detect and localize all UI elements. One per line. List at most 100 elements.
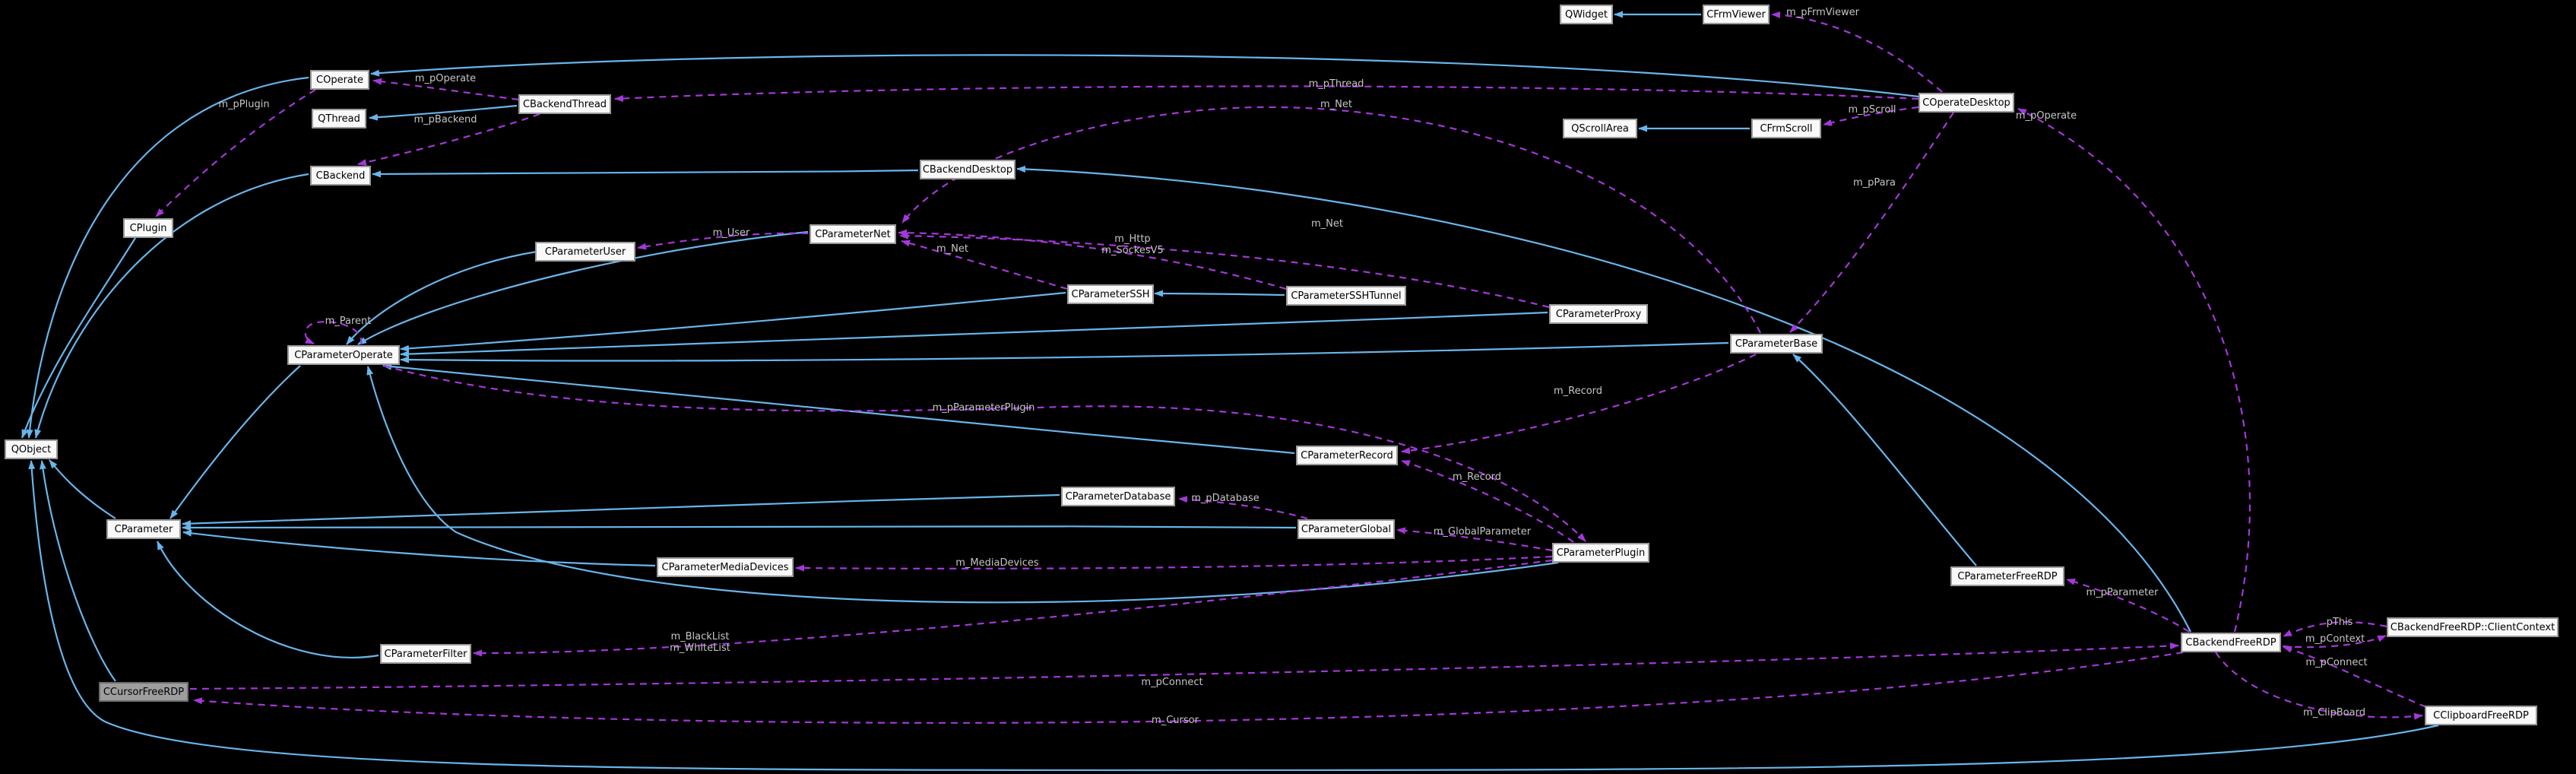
node-cbackendfreerdp[interactable]: CBackendFreeRDP xyxy=(2181,633,2281,652)
node-coperate[interactable]: COperate xyxy=(310,70,369,90)
usage-edge-cparameterproxy-cparameternet xyxy=(899,232,1550,309)
usage-edge-cbackendfreerdp-coperatedesktop xyxy=(2017,108,2251,633)
node-cparametermediadevices[interactable]: CParameterMediaDevices xyxy=(657,557,794,577)
edge-label: m_pOperate xyxy=(415,73,476,84)
usage-edge-coperatedesktop-cbackendthread xyxy=(614,85,1919,103)
edge-label: m_pDatabase xyxy=(1191,493,1259,504)
edge-label: m_pParameterPlugin xyxy=(933,402,1035,414)
node-cparameterdatabase[interactable]: CParameterDatabase xyxy=(1061,487,1175,506)
node-cbackenddesktop[interactable]: CBackendDesktop xyxy=(920,160,1016,179)
edge-label: m_pPara xyxy=(1853,177,1896,189)
usage-edge-clientcontext-cbackendfreerdp xyxy=(2283,621,2387,637)
usage-edge-cparameterbase-cparameterrecord xyxy=(1401,354,1757,455)
edge-label: m_Record xyxy=(1453,471,1501,483)
edge-label: m_pScroll xyxy=(1848,104,1896,116)
usage-edge-cparametersshtunnel-cparameternet xyxy=(898,229,1287,290)
usage-edge-coperatedesktop-cfrmscroll xyxy=(1823,106,1919,126)
inheritance-edge-cparameterrecord-cparameteroperate xyxy=(382,363,1295,455)
node-qobject[interactable]: QObject xyxy=(5,439,58,459)
node-cplugin[interactable]: CPlugin xyxy=(123,218,173,238)
node-cparameterfilter[interactable]: CParameterFilter xyxy=(380,644,471,664)
usage-edge-cparameterglobal-cparameterdatabase xyxy=(1178,496,1308,520)
inheritance-edge-coperate-qobject xyxy=(26,76,309,439)
usage-edge-cparameternet-cparameteruser xyxy=(637,232,809,250)
node-cbackendthread[interactable]: CBackendThread xyxy=(518,94,611,114)
usage-edge-cbackendfreerdp-cparameterfreerdp xyxy=(2066,578,2190,633)
usage-edge-cbackendfreerdp-clientcontext xyxy=(2282,634,2387,649)
node-cclipboardfreerdp[interactable]: CClipboardFreeRDP xyxy=(2425,706,2537,725)
node-cparameter[interactable]: CParameter xyxy=(106,519,181,539)
inheritance-edge-cparameterdatabase-cparameter xyxy=(182,493,1060,528)
node-cparameterproxy[interactable]: CParameterProxy xyxy=(1549,304,1648,324)
edge-label: m_BlackList xyxy=(670,631,729,642)
node-cparametersshtunnel[interactable]: CParameterSSHTunnel xyxy=(1286,286,1406,306)
edge-label: m_Record xyxy=(1554,385,1602,397)
node-cparameterbase[interactable]: CParameterBase xyxy=(1730,334,1823,354)
node-cparameterrecord[interactable]: CParameterRecord xyxy=(1296,446,1398,465)
inheritance-edge-cparameteruser-cparameteroperate xyxy=(346,250,537,345)
edge-label: m_pBackend xyxy=(413,114,477,125)
inheritance-edge-cparameterplugin-cparameteroperate xyxy=(366,366,1559,604)
inheritance-edge-cparameteroperate-cparameter xyxy=(170,365,301,519)
inheritance-edge-cparametermediadevices-cparameter xyxy=(182,529,656,567)
usage-edge-coperatedesktop-cfrmviewer xyxy=(1771,11,1943,93)
inheritance-edge-cclipboardfreerdp-qobject xyxy=(28,460,2439,772)
inheritance-edge-cbackendthread-qthread xyxy=(369,104,518,121)
edge-label: m_pConnect xyxy=(1141,677,1202,688)
edge-label: m_pThread xyxy=(1309,78,1364,90)
usage-edge-cparameterplugin-cparameterglobal xyxy=(1396,527,1553,552)
node-cfrmscroll[interactable]: CFrmScroll xyxy=(1751,119,1821,138)
node-coperatedesktop[interactable]: COperateDesktop xyxy=(1919,93,2014,113)
edge-label: m_ClipBoard xyxy=(2303,707,2365,718)
usage-edge-cparameteroperate-cparameterplugin xyxy=(383,364,1586,542)
edge-label: m_GlobalParameter xyxy=(1434,526,1532,538)
edge-label: m_pOperate xyxy=(2016,110,2077,122)
node-cparameteruser[interactable]: CParameterUser xyxy=(535,242,635,262)
node-ccursorfreerdp[interactable]: CCursorFreeRDP xyxy=(99,682,189,702)
edge-label: m_Net xyxy=(1320,99,1352,110)
node-cparameterfreerdp[interactable]: CParameterFreeRDP xyxy=(1950,566,2064,586)
inheritance-edge-cparameterfilter-cparameter xyxy=(157,541,379,659)
edge-label: m_WhiteList xyxy=(670,642,730,654)
edge-label: m_User xyxy=(713,227,750,239)
edge-label: m_pConnect xyxy=(2305,657,2367,668)
usage-edge-coperatedesktop-cparameterbase xyxy=(1789,112,1954,333)
node-cparameterplugin[interactable]: CParameterPlugin xyxy=(1552,543,1649,563)
node-cbackend[interactable]: CBackend xyxy=(310,166,371,186)
node-qwidget[interactable]: QWidget xyxy=(1560,5,1613,24)
edge-label: m_SockesV5 xyxy=(1101,245,1164,256)
inheritance-edge-cbackenddesktop-cbackend xyxy=(372,169,919,178)
edge-label: m_Http xyxy=(1114,233,1150,245)
edge-label: m_MediaDevices xyxy=(955,557,1039,569)
edge-label: pThis xyxy=(2327,617,2353,628)
usage-edge-coperate-cplugin xyxy=(155,89,316,217)
node-clientcontext[interactable]: CBackendFreeRDP::ClientContext xyxy=(2387,617,2559,637)
node-cparameteroperate[interactable]: CParameterOperate xyxy=(287,345,400,365)
edge-label: m_Net xyxy=(936,243,968,255)
usage-edge-cparameteroperate-cparameteroperate xyxy=(304,321,363,345)
edge-label: m_Cursor xyxy=(1152,715,1199,726)
inheritance-edge-cparameter-qobject xyxy=(49,459,116,519)
inheritance-edge-cparameterfreerdp-cparameterbase xyxy=(1792,354,1977,566)
edge-label: m_pPlugin xyxy=(218,99,269,110)
usage-edge-cclipboardfreerdp-cbackendfreerdp xyxy=(2283,646,2427,709)
inheritance-edge-cparameterproxy-cparameteroperate xyxy=(400,311,1548,358)
node-cparameterglobal[interactable]: CParameterGlobal xyxy=(1298,519,1395,539)
node-cparameterssh[interactable]: CParameterSSH xyxy=(1067,284,1154,304)
inheritance-edge-cparameterbase-cparameteroperate xyxy=(400,341,1729,363)
node-cfrmviewer[interactable]: CFrmViewer xyxy=(1703,5,1770,24)
inheritance-edge-cbackend-qobject xyxy=(34,173,309,439)
node-qscrollarea[interactable]: QScrollArea xyxy=(1563,119,1637,138)
node-qthread[interactable]: QThread xyxy=(312,109,366,128)
edge-label: m_Parent xyxy=(325,316,372,327)
inheritance-edge-cbackendfreerdp-cbackenddesktop xyxy=(1016,165,2191,633)
inheritance-edge-cparameterglobal-cparameter xyxy=(182,524,1297,531)
usage-edge-cbackendfreerdp-cclipboardfreerdp xyxy=(2215,652,2423,720)
node-cparameternet[interactable]: CParameterNet xyxy=(810,224,896,244)
inheritance-edge-ccursorfreerdp-qobject xyxy=(39,460,116,682)
inheritance-edge-cplugin-qobject xyxy=(21,237,136,439)
edge-label: m_Net xyxy=(1311,218,1343,230)
inheritance-edge-cparameternet-cparameteroperate xyxy=(357,230,809,345)
